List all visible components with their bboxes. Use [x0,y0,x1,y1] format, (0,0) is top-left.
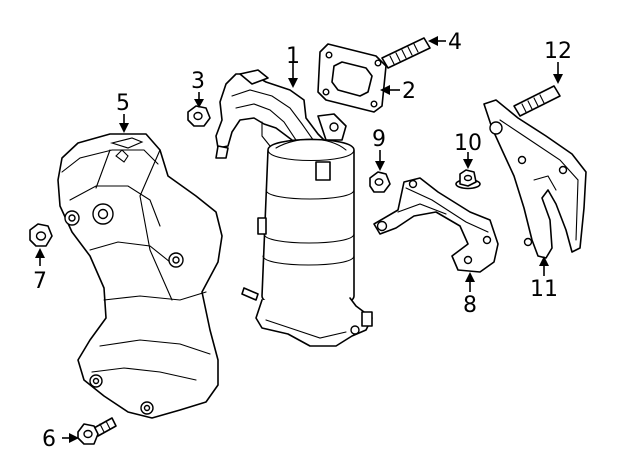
catalytic-converter [215,69,373,347]
callout-8: 8 [463,293,477,318]
nut [455,169,481,190]
bolt [77,417,117,445]
stud [381,37,431,69]
callout-6: 6 [42,427,56,452]
callout-4: 4 [448,30,462,55]
support-bracket [483,99,587,259]
nut [29,223,53,247]
support-bracket [373,177,499,273]
callout-11: 11 [530,277,558,302]
heat-shield [57,133,223,419]
callout-1: 1 [286,44,300,69]
nut [187,105,211,127]
callout-12: 12 [544,39,572,64]
nut [369,171,391,193]
callout-9: 9 [372,127,386,152]
callout-2: 2 [402,79,416,104]
callout-numbers: 1 2 3 4 5 6 7 8 9 10 11 12 [33,30,572,452]
callout-3: 3 [191,69,205,94]
gasket [317,43,387,113]
callout-10: 10 [454,131,482,156]
callout-7: 7 [33,269,47,294]
stud [513,85,561,117]
callout-5: 5 [116,91,130,116]
callout-leaders [35,36,563,443]
